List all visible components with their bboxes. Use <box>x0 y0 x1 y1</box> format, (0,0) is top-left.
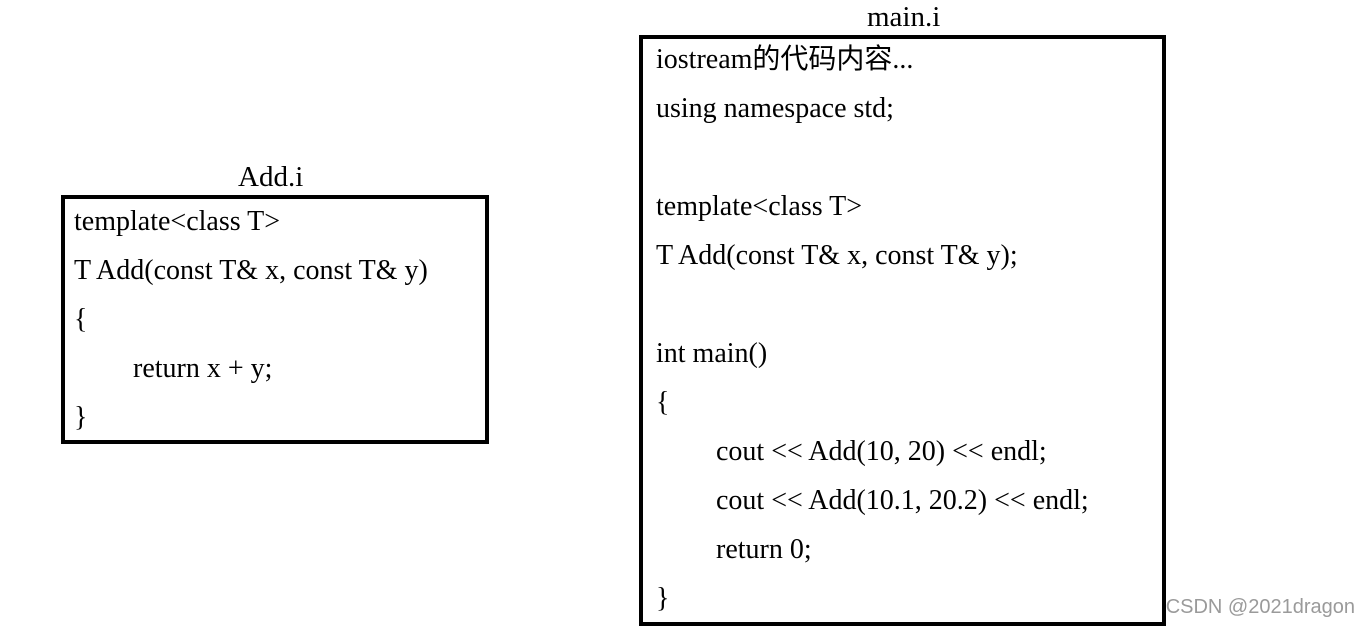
main-file-title: main.i <box>867 1 941 33</box>
add-code-line-4: return x + y; <box>133 353 273 384</box>
watermark: CSDN @2021dragon <box>1165 596 1355 618</box>
add-code-line-3: { <box>74 304 88 335</box>
main-file-box: iostream的代码内容... using namespace std; te… <box>639 35 1166 626</box>
add-code-line-5: } <box>74 402 88 433</box>
main-code-line-9: cout << Add(10, 20) << endl; <box>716 436 1047 467</box>
main-code-line-1: iostream的代码内容... <box>656 44 914 75</box>
main-code-line-5: T Add(const T& x, const T& y); <box>656 240 1018 271</box>
main-code-line-12: } <box>656 583 670 614</box>
add-code-line-2: T Add(const T& x, const T& y) <box>74 255 428 286</box>
main-code-line-2: using namespace std; <box>656 93 894 124</box>
main-code-line-4: template<class T> <box>656 191 863 222</box>
add-file-title: Add.i <box>238 161 304 193</box>
add-code-line-1: template<class T> <box>74 206 281 237</box>
main-code-line-8: { <box>656 387 670 418</box>
main-code-line-10: cout << Add(10.1, 20.2) << endl; <box>716 485 1089 516</box>
main-code-line-11: return 0; <box>716 534 812 565</box>
main-code-line-7: int main() <box>656 338 768 369</box>
add-file-box: template<class T> T Add(const T& x, cons… <box>61 195 489 444</box>
